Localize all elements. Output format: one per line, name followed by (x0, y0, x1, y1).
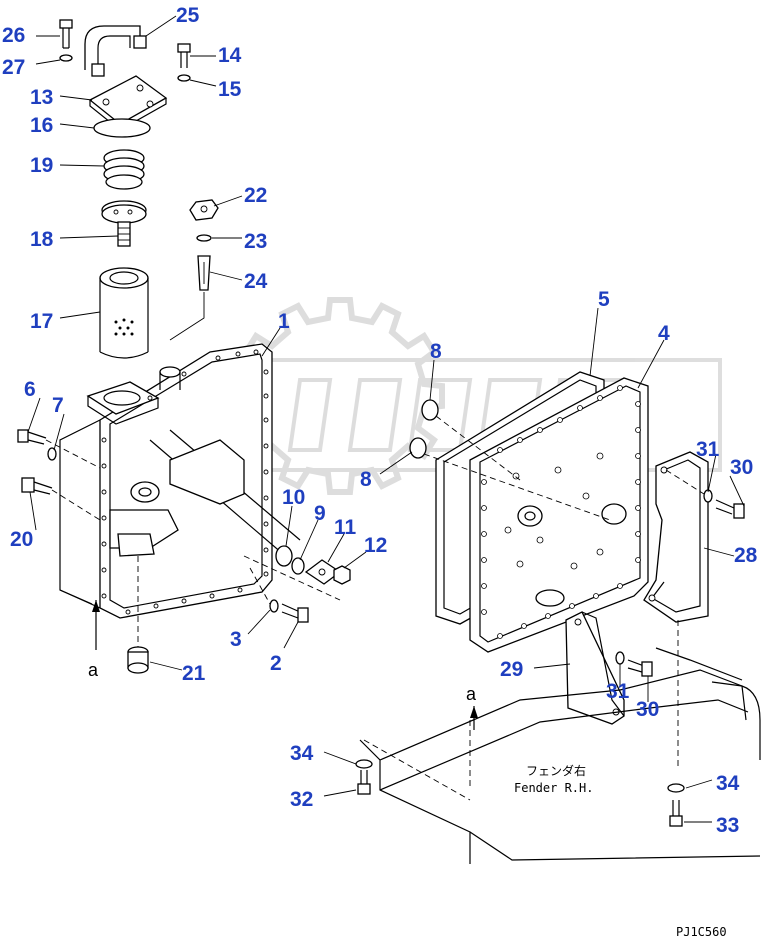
leader-6 (45, 439, 101, 469)
callout-c15: 15 (218, 78, 242, 101)
callout-c1: 1 (278, 310, 290, 333)
washer-34-right (667, 783, 685, 793)
plug-8-lower (409, 437, 427, 459)
gasket-16 (93, 118, 151, 138)
callout-c30b: 30 (636, 698, 659, 721)
callout-c30a: 30 (730, 456, 753, 479)
plug-21 (127, 646, 149, 674)
callout-c12: 12 (364, 534, 387, 557)
view-marker-a-left: a (88, 660, 99, 680)
callout-c31b: 31 (606, 680, 630, 703)
bolt-30-upper (715, 499, 745, 519)
leader-8a (435, 415, 521, 481)
bolt-33 (669, 800, 683, 827)
callout-c20: 20 (10, 528, 33, 551)
fender-label-en: Fender R.H. (514, 781, 593, 795)
cap-22 (189, 199, 219, 221)
callout-c26: 26 (2, 24, 25, 47)
callout-c28: 28 (734, 544, 758, 567)
washer-34-left (355, 759, 373, 769)
leader-20 (51, 489, 101, 521)
bolt-14 (177, 43, 191, 68)
callout-c25: 25 (176, 4, 200, 27)
strainer-19 (103, 149, 145, 190)
callout-c10: 10 (282, 486, 305, 509)
callout-c27: 27 (2, 56, 25, 79)
fender-label-jp: フェンダ右 (526, 763, 586, 778)
callout-c6: 6 (24, 378, 36, 401)
callout-c8b: 8 (360, 468, 372, 491)
axis-line (243, 555, 341, 601)
bracket-29 (565, 611, 625, 725)
callout-c33: 33 (716, 814, 739, 837)
leader-3 (249, 567, 271, 605)
callout-c13: 13 (30, 86, 53, 109)
bolt-6 (17, 429, 47, 445)
callout-c5: 5 (598, 288, 610, 311)
callout-c23: 23 (244, 230, 267, 253)
callout-c18: 18 (30, 228, 54, 251)
leader-lines (27, 15, 745, 823)
callout-c11: 11 (334, 516, 357, 539)
leader-31 (665, 469, 705, 495)
bolt-26 (59, 19, 73, 49)
callout-c19: 19 (30, 154, 53, 177)
bolt-20 (21, 477, 53, 495)
view-arrow-right (470, 706, 478, 730)
bolt-30-lower (627, 659, 653, 677)
gauge-leader (169, 292, 205, 341)
nut-12 (333, 565, 351, 585)
callout-c3: 3 (230, 628, 242, 651)
washer-23 (196, 234, 212, 242)
washer-15 (177, 74, 191, 82)
callout-c31a: 31 (696, 438, 720, 461)
callout-c4: 4 (658, 322, 670, 345)
callout-c29: 29 (500, 658, 523, 681)
callout-c32: 32 (290, 788, 313, 811)
view-arrow-left (92, 600, 100, 650)
callout-c9: 9 (314, 502, 326, 525)
seal-10 (275, 545, 293, 567)
bolt-32 (357, 770, 371, 795)
callout-c16: 16 (30, 114, 53, 137)
plug-8-upper (421, 399, 439, 421)
view-marker-a-right: a (466, 684, 477, 704)
callout-c34b: 34 (716, 772, 740, 795)
callout-c8a: 8 (430, 340, 442, 363)
handle-25 (84, 25, 147, 77)
fender (359, 620, 761, 864)
callout-c34a: 34 (290, 742, 314, 765)
callout-c2: 2 (270, 652, 282, 675)
leader-8b (423, 453, 611, 521)
callout-c17: 17 (30, 310, 53, 333)
drawing-code: PJ1C560 (676, 925, 727, 939)
gauge-24 (197, 255, 211, 291)
callout-c24: 24 (244, 270, 268, 293)
valve-18 (101, 200, 147, 247)
element-17 (99, 267, 149, 359)
callout-c14: 14 (218, 44, 242, 67)
ring-9 (291, 557, 305, 575)
tank-1 (59, 343, 301, 648)
cover-4 (469, 377, 649, 653)
bracket-28 (643, 451, 709, 623)
washer-27 (59, 54, 73, 62)
washer-31-lower (615, 651, 625, 665)
callout-c7: 7 (52, 394, 64, 417)
callout-c21: 21 (182, 662, 206, 685)
callout-c22: 22 (244, 184, 267, 207)
bolt-2 (281, 603, 309, 623)
washer-7 (47, 447, 57, 461)
washer-3 (269, 599, 279, 613)
